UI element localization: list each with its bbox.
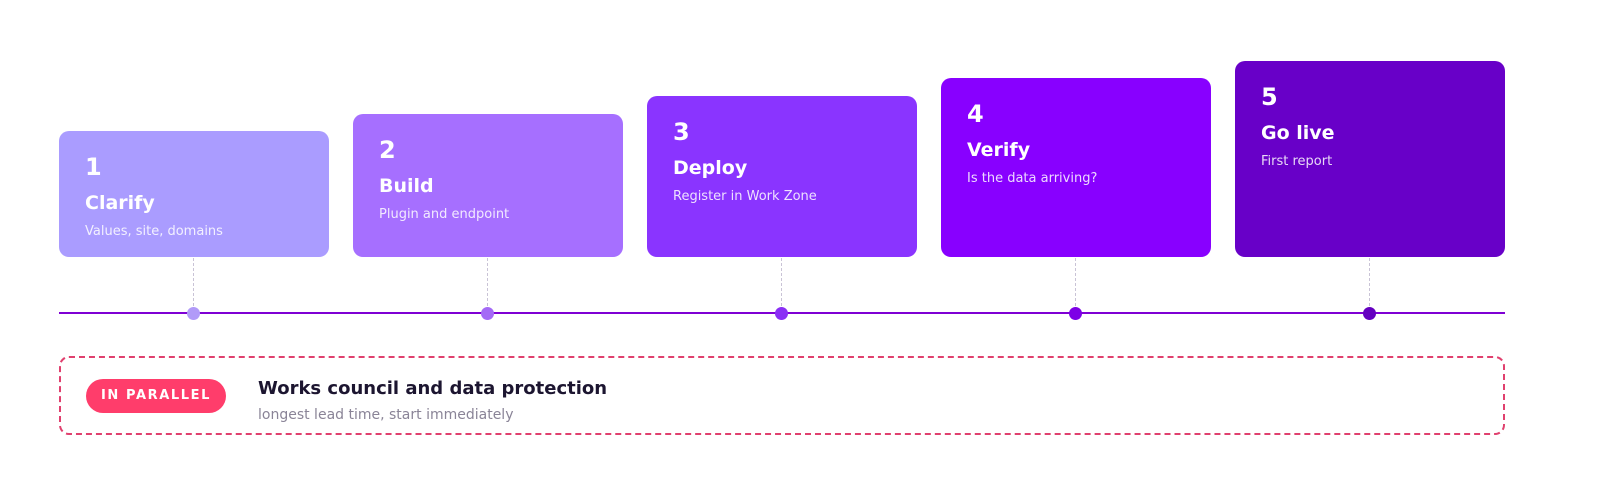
connector-line	[781, 258, 782, 306]
step-number: 5	[1261, 83, 1278, 111]
step-description: Register in Work Zone	[673, 189, 817, 204]
step-card-build: 2 Build Plugin and endpoint	[353, 114, 623, 257]
parallel-task-box: IN PARALLEL Works council and data prote…	[59, 356, 1505, 435]
connector-line	[1075, 258, 1076, 306]
parallel-badge: IN PARALLEL	[86, 379, 227, 413]
timeline-dot	[187, 307, 200, 320]
step-description: Values, site, domains	[85, 224, 223, 239]
parallel-title: Works council and data protection	[258, 378, 608, 399]
step-description: First report	[1261, 154, 1333, 169]
step-description: Plugin and endpoint	[379, 207, 510, 222]
timeline-dot	[775, 307, 788, 320]
step-card-clarify: 1 Clarify Values, site, domains	[59, 131, 329, 257]
step-card-deploy: 3 Deploy Register in Work Zone	[647, 96, 917, 257]
timeline-dot	[1069, 307, 1082, 320]
step-card-verify: 4 Verify Is the data arriving?	[941, 78, 1211, 257]
connector-line	[193, 258, 194, 306]
step-number: 4	[967, 100, 984, 128]
step-title: Verify	[967, 139, 1031, 161]
step-number: 1	[85, 153, 102, 181]
connector-line	[487, 258, 488, 306]
step-number: 2	[379, 136, 396, 164]
parallel-subtitle: longest lead time, start immediately	[258, 407, 514, 423]
step-card-go-live: 5 Go live First report	[1235, 61, 1505, 257]
timeline-dot	[1363, 307, 1376, 320]
step-title: Build	[379, 175, 434, 197]
timeline-dot	[481, 307, 494, 320]
step-title: Go live	[1261, 122, 1335, 144]
connector-line	[1369, 258, 1370, 306]
step-title: Deploy	[673, 157, 748, 179]
step-title: Clarify	[85, 192, 155, 214]
step-description: Is the data arriving?	[967, 171, 1098, 186]
step-number: 3	[673, 118, 690, 146]
